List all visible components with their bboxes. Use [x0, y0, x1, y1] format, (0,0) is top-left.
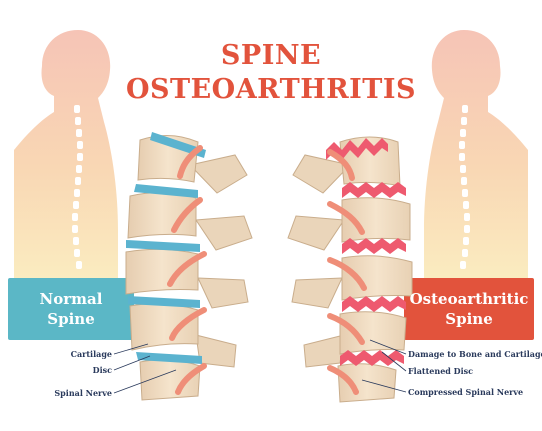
label-flattened-disc: Flattened Disc [408, 366, 474, 376]
osteo-spine-illustration [287, 136, 413, 403]
right-leader-lines [361, 339, 407, 393]
label-disc: Disc [92, 365, 112, 375]
title-line-2: OSTEOARTHRITIS [125, 74, 416, 105]
left-body-silhouette [14, 30, 118, 280]
osteo-spine-label-line1: Osteoarthritic [409, 290, 529, 308]
label-compressed-spinal-nerve: Compressed Spinal Nerve [408, 387, 524, 397]
label-cartilage: Cartilage [70, 349, 112, 359]
normal-spine-illustration [125, 132, 253, 401]
osteo-spine-panel [404, 278, 534, 340]
normal-spine-label: Normal Spine [8, 289, 134, 329]
normal-spine-label-line2: Spine [47, 310, 95, 328]
left-leader-lines [113, 343, 177, 394]
right-silhouette-spine [459, 105, 470, 269]
label-spinal-nerve: Spinal Nerve [54, 388, 112, 398]
right-body-silhouette [424, 30, 528, 280]
label-damage-bone-cartilage: Damage to Bone and Cartilage [408, 349, 542, 359]
title-line-1: SPINE [220, 40, 322, 71]
osteo-spine-label-line2: Spine [445, 310, 493, 328]
left-silhouette-spine [72, 105, 83, 269]
normal-spine-panel [8, 278, 134, 340]
normal-spine-label-line1: Normal [39, 290, 103, 308]
osteo-spine-label: Osteoarthritic Spine [404, 289, 534, 329]
